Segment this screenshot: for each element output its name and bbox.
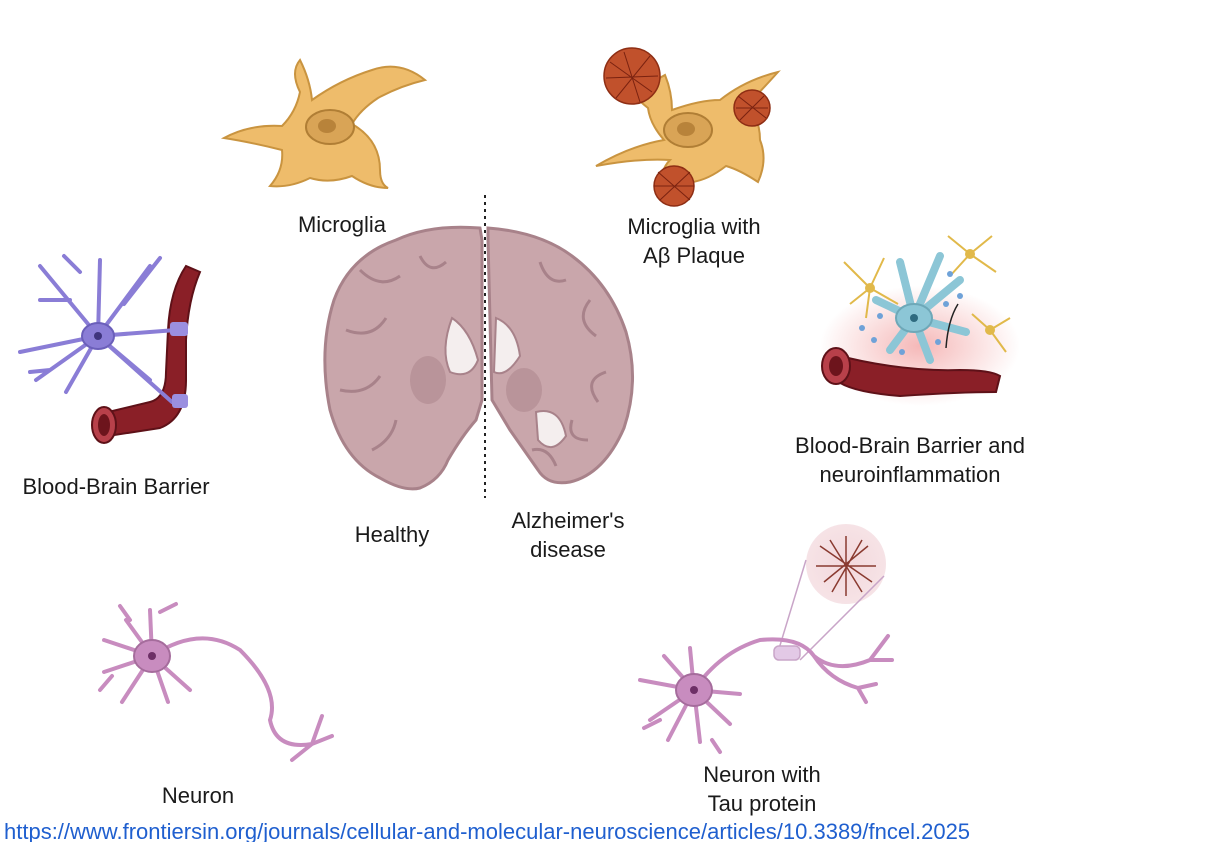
bbb-inflammation-label-line2: neuroinflammation — [819, 462, 1001, 487]
neuron-label: Neuron — [161, 783, 235, 808]
source-link[interactable]: https://www.frontiersin.org/journals/cel… — [4, 819, 971, 842]
blood-vessel-left — [91, 264, 202, 444]
astrocyte-purple — [18, 254, 178, 404]
alzheimers-label-line2: disease — [530, 537, 606, 562]
alzheimers-label-line1: Alzheimer's — [511, 508, 625, 533]
neuron-tau-cell — [638, 524, 894, 754]
bbb-inflammation-label-line1: Blood-Brain Barrier and — [795, 433, 1025, 458]
brain-section — [323, 225, 634, 491]
microglia-plaque-cell — [595, 47, 781, 207]
neuron-tau-label-line2: Tau protein — [707, 791, 817, 816]
microglia-cell — [220, 58, 428, 189]
neuron-cell — [98, 602, 334, 762]
microglia-label: Microglia — [297, 212, 387, 237]
bbb-label: Blood-Brain Barrier — [22, 474, 210, 499]
inflammation-scene — [820, 235, 1020, 406]
healthy-label: Healthy — [354, 522, 430, 547]
neuron-tau-label-line1: Neuron with — [703, 762, 821, 787]
microglia-plaque-label-line1: Microglia with — [627, 214, 761, 239]
microglia-plaque-label-line2: Aβ Plaque — [643, 243, 745, 268]
